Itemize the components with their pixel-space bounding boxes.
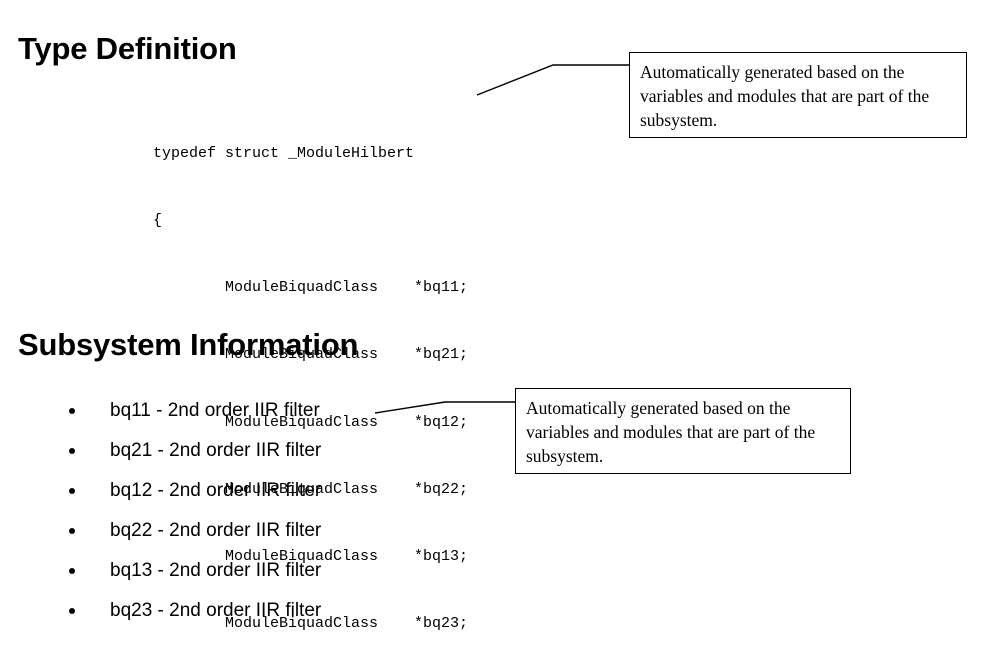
bullet-point-icon <box>69 608 75 614</box>
list-item: bq11 - 2nd order IIR filter <box>64 391 321 431</box>
page-title-subsystem-information: Subsystem Information <box>18 327 359 362</box>
code-line: typedef struct _ModuleHilbert <box>153 144 415 162</box>
list-item-label: bq21 - 2nd order IIR filter <box>110 440 322 461</box>
bullet-point-icon <box>69 488 75 494</box>
code-line: ModuleBiquadClass *bq12; <box>153 413 469 431</box>
list-item: bq13 - 2nd order IIR filter <box>64 551 321 591</box>
bullet-point-icon <box>69 408 75 414</box>
list-item: bq12 - 2nd order IIR filter <box>64 471 321 511</box>
leader-line-type-definition <box>476 64 629 96</box>
bullet-point-icon <box>69 568 75 574</box>
code-line: ModuleBiquadClass *bq11; <box>153 279 469 297</box>
bullet-point-icon <box>69 528 75 534</box>
list-item-label: bq11 - 2nd order IIR filter <box>110 400 320 421</box>
bullet-point-icon <box>69 448 75 454</box>
list-item: bq21 - 2nd order IIR filter <box>64 431 321 471</box>
code-line: ModuleBiquadClass *bq21; <box>153 346 469 364</box>
list-item-label: bq22 - 2nd order IIR filter <box>110 520 322 541</box>
list-item-label: bq12 - 2nd order IIR filter <box>110 480 322 501</box>
code-line: ModuleBiquadClass *bq13; <box>153 548 469 566</box>
page-title-type-definition: Type Definition <box>18 31 237 66</box>
code-line: { <box>153 212 163 230</box>
callout-note-subsystem-information: Automatically generated based on the var… <box>515 388 851 474</box>
code-block-type-definition: typedef struct _ModuleHilbert { ModuleBi… <box>153 98 468 663</box>
list-item-label: bq13 - 2nd order IIR filter <box>110 560 322 581</box>
code-line: ModuleBiquadClass *bq22; <box>153 480 469 498</box>
code-line: ModuleBiquadClass *bq23; <box>153 615 469 633</box>
subsystem-bullet-list: bq11 - 2nd order IIR filter bq21 - 2nd o… <box>64 391 321 631</box>
callout-note-type-definition: Automatically generated based on the var… <box>629 52 967 138</box>
list-item: bq23 - 2nd order IIR filter <box>64 591 321 631</box>
list-item-label: bq23 - 2nd order IIR filter <box>110 600 322 621</box>
list-item: bq22 - 2nd order IIR filter <box>64 511 321 551</box>
